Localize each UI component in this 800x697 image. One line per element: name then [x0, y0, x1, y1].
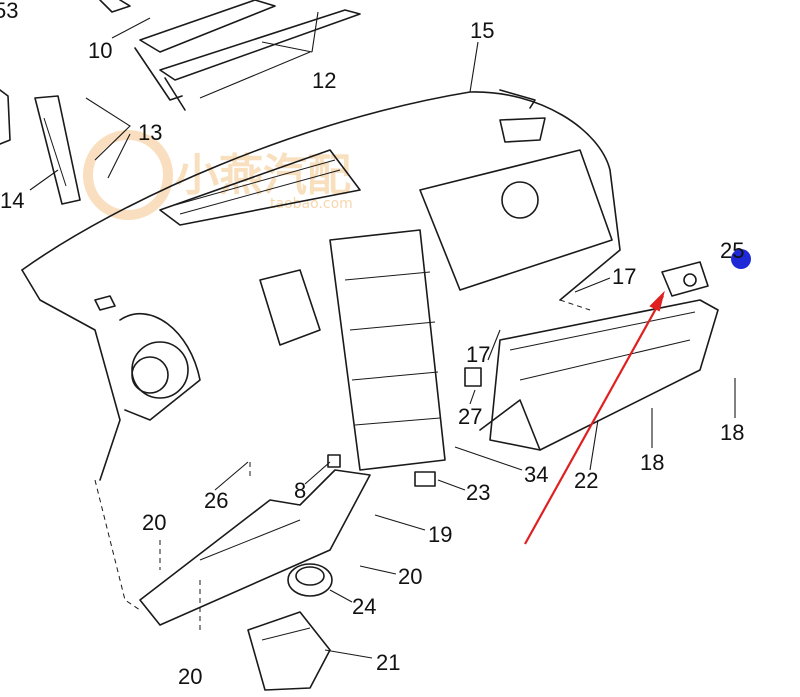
callout-8: 8: [294, 478, 306, 503]
callout-20-left: 20: [142, 510, 166, 535]
clip-8: [327, 454, 341, 468]
callout-22: 22: [574, 468, 598, 493]
red-arrow: [524, 290, 665, 545]
leader-lines: [29, 11, 736, 659]
crossbar-12: [159, 9, 361, 111]
blue-marker-dot: [731, 249, 751, 269]
callout-24: 24: [352, 594, 376, 619]
watermark-url: taobao.com: [270, 196, 353, 212]
callout-14: 14: [0, 188, 24, 213]
clip-23: [414, 471, 436, 487]
callout-19: 19: [428, 522, 452, 547]
callout-17-upper: 17: [612, 264, 636, 289]
callout-17-lower: 17: [466, 342, 490, 367]
callout-34: 34: [524, 462, 548, 487]
callout-labels: 53 10 12 13 14 15 17 17 25 27 18 18 22 3…: [0, 0, 744, 689]
callout-53: 53: [0, 0, 18, 23]
watermark-brand: 小燕汽配: [175, 150, 351, 201]
callout-18-right: 18: [720, 420, 744, 445]
callout-21: 21: [376, 650, 400, 675]
switch-25: [661, 261, 709, 297]
small-parts: [327, 261, 709, 487]
callout-12: 12: [312, 68, 336, 93]
callout-27: 27: [458, 404, 482, 429]
glove-box-door-22: [479, 299, 719, 451]
callout-20-bottom: 20: [178, 664, 202, 689]
callout-10: 10: [88, 38, 112, 63]
callout-25: 25: [720, 238, 744, 263]
callout-18-middle: 18: [640, 450, 664, 475]
callout-20-right: 20: [398, 564, 422, 589]
lower-trim-19: [139, 469, 371, 626]
callout-15: 15: [470, 18, 494, 43]
clip-27: [464, 367, 482, 387]
bin-21: [247, 611, 331, 691]
knob-24: [287, 563, 333, 597]
instrument-panel-15: [21, 89, 621, 481]
bracket-14: [0, 89, 81, 205]
watermark-circle-icon: [83, 130, 173, 220]
callout-23: 23: [466, 480, 490, 505]
callout-26: 26: [204, 488, 228, 513]
callout-13: 13: [138, 120, 162, 145]
bracket-10: [99, 0, 276, 101]
